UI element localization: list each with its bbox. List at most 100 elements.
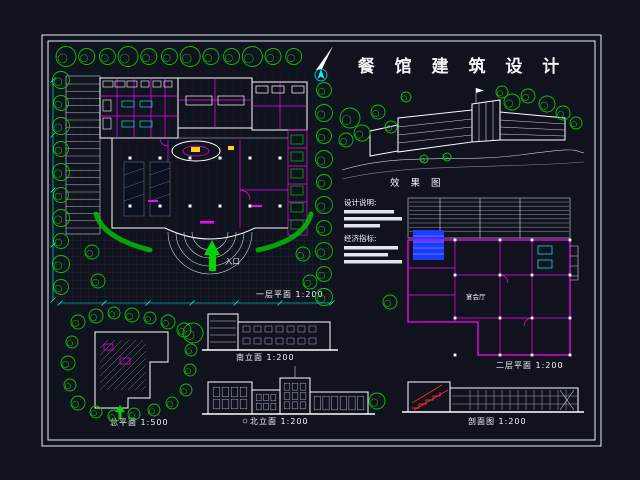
fixture: [114, 80, 126, 88]
fixture: [290, 151, 304, 162]
tree-icon: [569, 116, 583, 130]
window: [283, 382, 291, 391]
column: [568, 273, 572, 277]
site-trees: [52, 46, 333, 306]
window: [291, 392, 299, 400]
tree-icon: [128, 412, 135, 419]
window: [242, 325, 251, 333]
tree-icon: [185, 348, 192, 355]
tree-icon: [443, 155, 448, 160]
section-label: 剖面图 1:200: [468, 416, 527, 426]
windows: [212, 382, 365, 411]
window: [308, 325, 317, 333]
pool-hatch: [123, 180, 145, 189]
window: [239, 398, 248, 410]
tree-icon: [90, 313, 97, 321]
door-swings: [159, 137, 251, 201]
tree-icon: [338, 132, 354, 148]
partition-lines: [100, 78, 307, 138]
entrance-label: 入口: [225, 257, 240, 266]
column: [278, 204, 282, 208]
tree-icon: [184, 368, 191, 375]
tree-icon: [315, 104, 333, 122]
window: [275, 337, 284, 345]
window: [286, 337, 295, 345]
window: [221, 386, 230, 398]
north-needle: [316, 46, 333, 70]
tree-icon: [419, 154, 429, 164]
tree-icon: [53, 215, 63, 224]
tree-icon: [315, 196, 333, 214]
fixture: [102, 80, 114, 88]
south-elevation-label: 南立面 1:200: [236, 352, 295, 362]
tree-icon: [317, 133, 326, 142]
notes-line: [344, 246, 398, 250]
site-entrance-arrow-icon: [115, 405, 125, 419]
tree-icon: [108, 414, 115, 421]
tree-icon: [52, 71, 70, 89]
notes-line: [344, 253, 388, 257]
fixture: [102, 99, 112, 112]
tree-icon: [315, 242, 333, 260]
tree-icon: [317, 179, 326, 188]
dimension-tick: [101, 300, 107, 306]
tree-icon: [53, 169, 63, 178]
roof-detail: [103, 343, 114, 351]
tree-icon: [442, 152, 452, 162]
tree-icon: [126, 312, 133, 320]
pool-hatch: [123, 167, 145, 176]
window: [283, 392, 291, 400]
tree-icon: [315, 288, 333, 306]
tree-icon: [53, 187, 69, 203]
tree-icon: [339, 107, 361, 129]
tree-icon: [107, 409, 121, 423]
sheet-title: 餐 馆 建 筑 设 计: [358, 56, 567, 77]
window: [253, 337, 262, 345]
tree-icon: [368, 392, 386, 410]
tree-icon: [183, 363, 197, 377]
tree-icon: [316, 110, 326, 119]
tree-icon: [353, 124, 371, 142]
window: [263, 402, 269, 411]
tree-icon: [317, 87, 326, 96]
roof-hatch: [99, 339, 147, 391]
fixture: [290, 168, 304, 179]
room-label: 宴会厅: [466, 292, 486, 301]
elevation-block: [309, 391, 369, 415]
entrance-arrow-icon: [204, 240, 220, 271]
cross-bracing: [559, 389, 575, 411]
tree-icon: [316, 248, 326, 257]
window: [297, 337, 306, 345]
tree-icon: [162, 54, 171, 62]
tree-icon: [162, 319, 169, 327]
window: [339, 395, 347, 411]
hatch-line: [99, 343, 147, 391]
tree-icon: [316, 294, 326, 303]
window: [308, 337, 317, 345]
tree-icon: [400, 91, 412, 103]
column: [218, 204, 222, 208]
fixture: [537, 259, 553, 269]
tree-icon: [54, 192, 63, 201]
tree-icon: [304, 279, 311, 287]
tree-icon: [84, 244, 100, 260]
building-section: 剖面图 1:200: [402, 381, 584, 426]
facade-lines: [397, 101, 566, 144]
stair-block: [413, 230, 444, 260]
dimension-tick: [50, 132, 56, 138]
tree-icon: [142, 54, 150, 62]
tree-icon: [316, 266, 332, 282]
tree-icon: [127, 407, 141, 421]
window: [297, 325, 306, 333]
tree-icon: [370, 398, 379, 407]
elevation-tower: [207, 313, 239, 351]
tree-icon: [285, 48, 303, 65]
windows: [242, 325, 317, 345]
curtain-wall-grid: [452, 390, 578, 410]
tree-icon: [503, 93, 521, 111]
tree-icon: [184, 343, 198, 357]
stair-treads: [413, 235, 444, 255]
perspective-rendering: 效 果 图: [338, 85, 585, 189]
window: [212, 386, 221, 398]
